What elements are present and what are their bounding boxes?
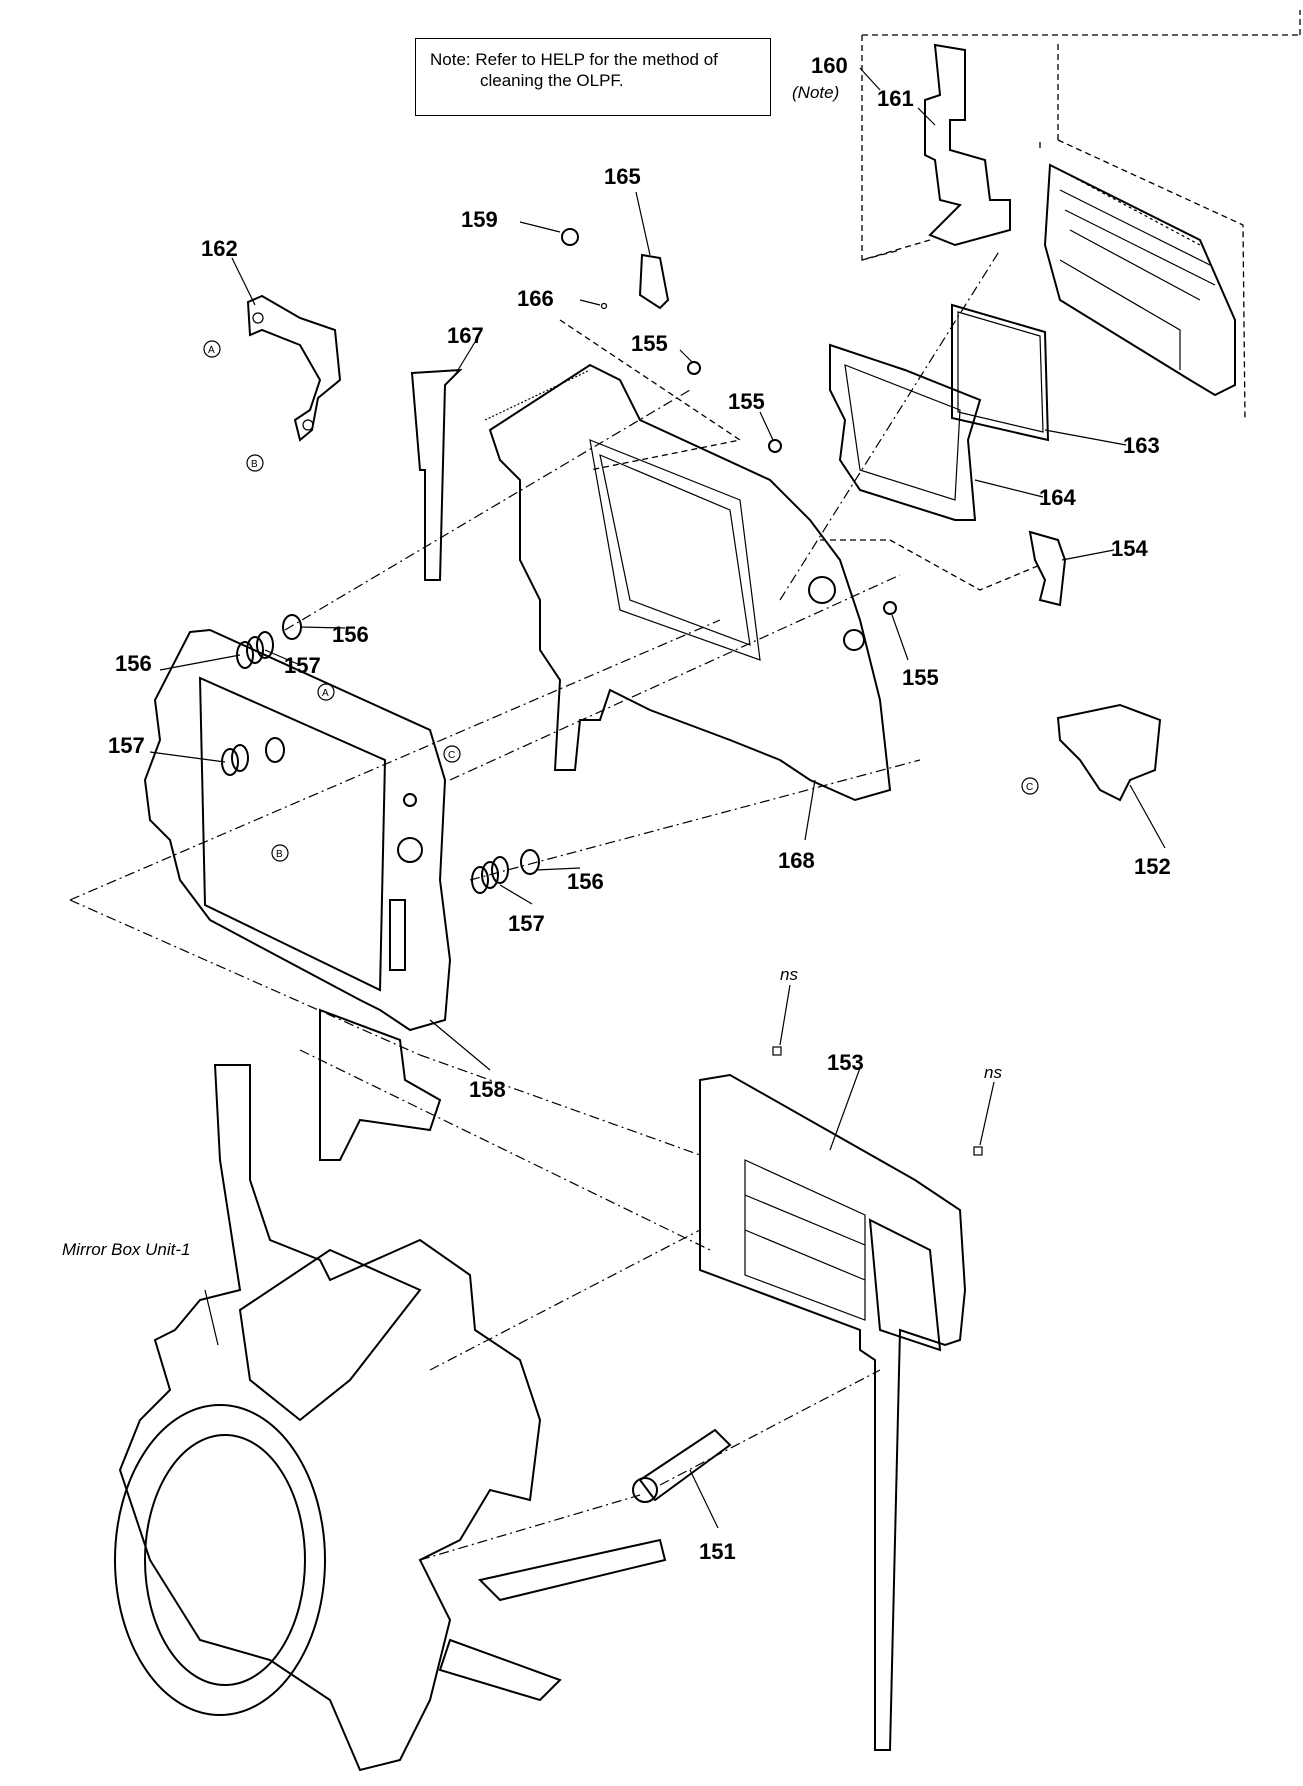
part-151-shaft	[638, 1428, 732, 1502]
part-168-frame	[488, 363, 892, 802]
ref-c-2: C	[1021, 777, 1039, 795]
ring-156-b	[265, 737, 285, 763]
part-164-seal	[829, 343, 982, 521]
label-163: 163	[1123, 433, 1160, 458]
label-155-b: 155	[728, 389, 765, 414]
label-151: 151	[699, 1539, 736, 1564]
note-line-1: Note: Refer to HELP for the method of	[430, 50, 718, 69]
ns-sticker-1	[772, 1046, 782, 1056]
part-167-flex	[410, 368, 463, 581]
mirror-box-unit	[118, 1064, 542, 1772]
label-162: 162	[201, 236, 238, 261]
front-plate	[143, 628, 452, 1032]
label-159: 159	[461, 207, 498, 232]
label-ns-2: ns	[984, 1063, 1002, 1082]
part-166-screw	[600, 302, 608, 310]
label-155-c: 155	[902, 665, 939, 690]
ref-b-1: B	[246, 454, 264, 472]
washer-155-c	[883, 601, 897, 615]
label-167: 167	[447, 323, 484, 348]
part-162-bracket	[246, 294, 342, 442]
label-mirror-box-unit: Mirror Box Unit-1	[62, 1240, 190, 1259]
spring-157-b	[221, 744, 249, 776]
svg-text:B: B	[251, 459, 258, 470]
ring-156-a	[282, 614, 302, 640]
ref-a-1: A	[203, 340, 221, 358]
label-165: 165	[604, 164, 641, 189]
svg-text:C: C	[448, 750, 455, 761]
label-157-b: 157	[108, 733, 145, 758]
svg-text:A: A	[208, 345, 215, 356]
ns-sticker-2	[973, 1146, 983, 1156]
label-156-a: 156	[332, 622, 369, 647]
svg-text:B: B	[276, 849, 283, 860]
note-box: Note: Refer to HELP for the method of cl…	[415, 38, 771, 116]
ref-a-2: A	[317, 683, 335, 701]
label-168: 168	[778, 848, 815, 873]
label-158: 158	[469, 1077, 506, 1102]
label-153: 153	[827, 1050, 864, 1075]
washer-155-a	[687, 361, 701, 375]
label-ns-1: ns	[780, 965, 798, 984]
ref-b-2: B	[271, 844, 289, 862]
label-155-a: 155	[631, 331, 668, 356]
ring-156-c	[520, 849, 540, 875]
label-160: 160	[811, 53, 848, 78]
part-161-flex	[924, 43, 1011, 247]
note-line-2: cleaning the OLPF.	[480, 71, 624, 90]
label-156-c: 156	[567, 869, 604, 894]
svg-text:C: C	[1026, 782, 1033, 793]
label-leaders	[149, 67, 1166, 1529]
part-159-spring	[561, 228, 579, 246]
washer-155-b	[768, 439, 782, 453]
label-164: 164	[1039, 485, 1076, 510]
label-152: 152	[1134, 854, 1171, 879]
part-153-shutter	[699, 1073, 967, 1751]
svg-text:A: A	[322, 688, 329, 699]
label-160-note: (Note)	[792, 83, 839, 102]
spring-157-c	[471, 856, 509, 894]
label-161: 161	[877, 86, 914, 111]
label-156-b: 156	[115, 651, 152, 676]
part-163-olpf	[951, 303, 1050, 442]
sensor-board	[1043, 163, 1236, 397]
assembly-leaders	[69, 249, 1041, 1561]
label-166: 166	[517, 286, 554, 311]
part-152	[1056, 703, 1162, 802]
label-157-a: 157	[284, 653, 321, 678]
ref-c-1: C	[443, 745, 461, 763]
part-154	[1028, 530, 1067, 607]
part-165	[638, 253, 670, 310]
label-154: 154	[1111, 536, 1148, 561]
label-157-c: 157	[508, 911, 545, 936]
